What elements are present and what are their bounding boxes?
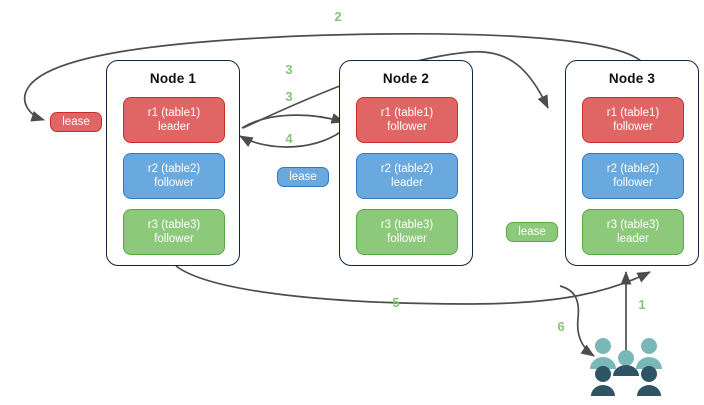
replica-role: follower xyxy=(154,177,194,189)
replica-role: follower xyxy=(613,177,653,189)
replica-name: r3 (table3) xyxy=(606,219,660,231)
lease-box-red[interactable]: lease xyxy=(50,112,102,132)
edge-label-6: 6 xyxy=(557,319,565,334)
replica-n3r1[interactable]: r1 (table1) follower xyxy=(582,97,684,143)
lease-box-blue[interactable]: lease xyxy=(277,167,329,187)
node-box-node1: Node 1 r1 (table1) leader r2 (table2) fo… xyxy=(106,60,240,266)
replica-name: r1 (table1) xyxy=(147,107,201,119)
replica-n2r2[interactable]: r2 (table2) leader xyxy=(356,153,458,199)
replica-role: follower xyxy=(387,233,427,245)
edge-label-3-lens: 3 xyxy=(285,89,293,104)
node-box-node3: Node 3 r1 (table1) follower r2 (table2) … xyxy=(565,60,699,266)
edge-label-3-upper: 3 xyxy=(285,62,293,77)
node-title-node1: Node 1 xyxy=(149,71,197,86)
edge-4-node2-to-node1 xyxy=(239,125,349,148)
node-title-node2: Node 2 xyxy=(382,71,430,86)
replica-name: r2 (table2) xyxy=(380,163,434,175)
replica-n1r1[interactable]: r1 (table1) leader xyxy=(123,97,225,143)
replica-n2r1[interactable]: r1 (table1) follower xyxy=(356,97,458,143)
node-box-node2: Node 2 r1 (table1) follower r2 (table2) … xyxy=(339,60,473,266)
edge-3-node1-to-node3 xyxy=(242,50,549,129)
replica-role: leader xyxy=(391,177,423,189)
replica-role: leader xyxy=(158,121,190,133)
replica-role: follower xyxy=(613,121,653,133)
edge-label-5: 5 xyxy=(392,295,400,310)
replica-role: follower xyxy=(387,121,427,133)
lease-box-green[interactable]: lease xyxy=(506,222,558,242)
replica-name: r1 (table1) xyxy=(380,107,434,119)
replica-n3r2[interactable]: r2 (table2) follower xyxy=(582,153,684,199)
replica-name: r1 (table1) xyxy=(606,107,660,119)
replica-role: follower xyxy=(154,233,194,245)
replica-n1r3[interactable]: r3 (table3) follower xyxy=(123,209,225,255)
replica-n3r3[interactable]: r3 (table3) leader xyxy=(582,209,684,255)
node-title-node3: Node 3 xyxy=(608,71,656,86)
users-icon xyxy=(590,338,662,396)
edge-3-node1-to-node2 xyxy=(241,113,345,129)
replica-role: leader xyxy=(617,233,649,245)
replica-name: r3 (table3) xyxy=(147,219,201,231)
edge-5-node1-to-node3 xyxy=(175,265,651,305)
edge-2-node3-to-lease-red xyxy=(24,33,642,122)
replica-name: r2 (table2) xyxy=(606,163,660,175)
replica-name: r2 (table2) xyxy=(147,163,201,175)
edge-label-4: 4 xyxy=(285,131,293,146)
edge-label-2: 2 xyxy=(334,9,342,24)
edge-6-to-users xyxy=(559,285,595,357)
edge-label-1: 1 xyxy=(638,297,646,312)
replica-n1r2[interactable]: r2 (table2) follower xyxy=(123,153,225,199)
replica-n2r3[interactable]: r3 (table3) follower xyxy=(356,209,458,255)
replica-name: r3 (table3) xyxy=(380,219,434,231)
